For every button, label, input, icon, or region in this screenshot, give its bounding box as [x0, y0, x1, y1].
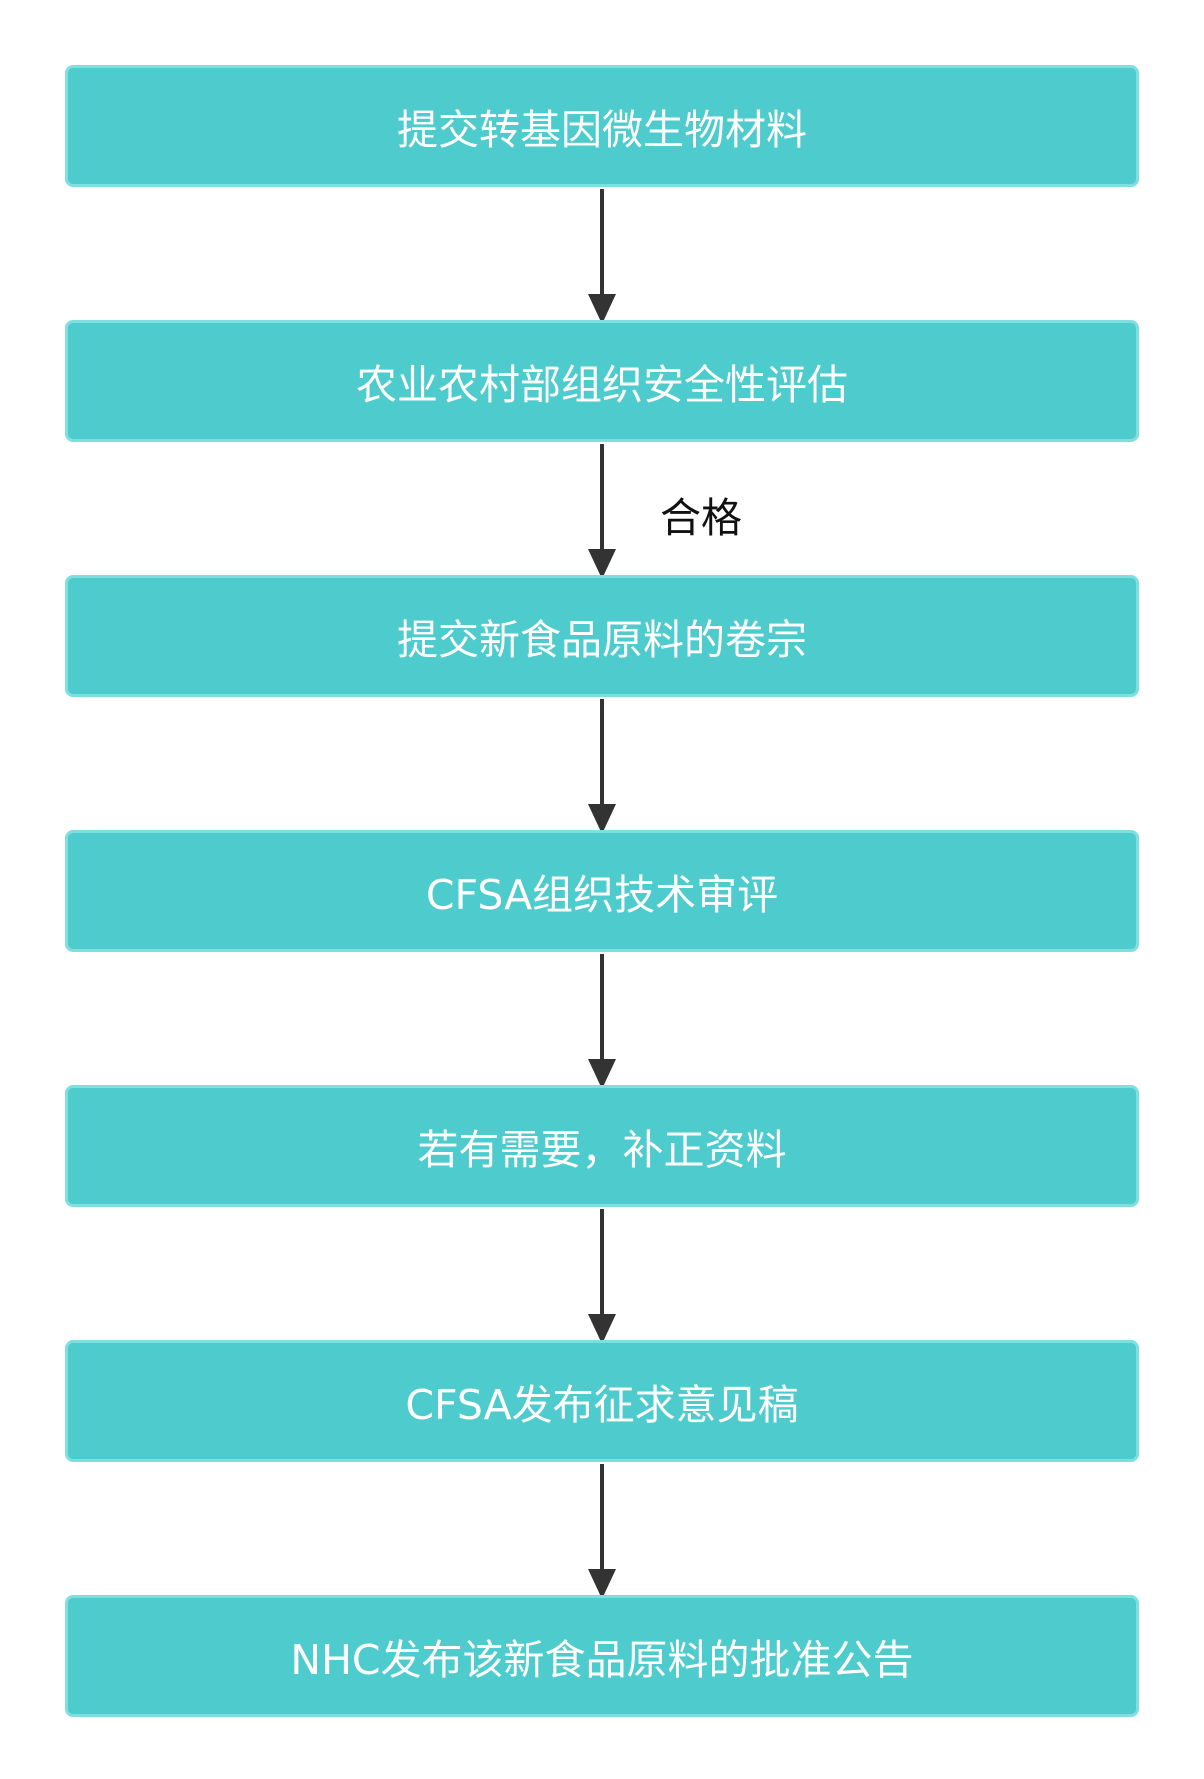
step-label: 提交转基因微生物材料 [397, 106, 807, 154]
arrow-3-to-4 [588, 699, 616, 834]
arrow-2-to-3 [588, 444, 616, 579]
arrow-5-to-6 [588, 1209, 616, 1344]
step-label: NHC发布该新食品原料的批准公告 [290, 1636, 914, 1684]
edge-label-qualified: 合格 [660, 494, 742, 542]
step-label: CFSA组织技术审评 [425, 871, 779, 919]
step-label: 农业农村部组织安全性评估 [356, 361, 848, 409]
arrow-6-to-7 [588, 1464, 616, 1599]
step-cfsa-technical-review: CFSA组织技术审评 [65, 830, 1139, 952]
step-submit-dossier: 提交新食品原料的卷宗 [65, 575, 1139, 697]
step-label: 若有需要，补正资料 [417, 1126, 787, 1174]
step-moa-safety-assessment: 农业农村部组织安全性评估 [65, 320, 1139, 442]
step-submit-gm-material: 提交转基因微生物材料 [65, 65, 1139, 187]
step-label: CFSA发布征求意见稿 [405, 1381, 799, 1429]
step-cfsa-draft-for-comment: CFSA发布征求意见稿 [65, 1340, 1139, 1462]
step-supplement-materials: 若有需要，补正资料 [65, 1085, 1139, 1207]
step-label: 提交新食品原料的卷宗 [397, 616, 807, 664]
arrow-1-to-2 [588, 189, 616, 324]
step-nhc-approval-notice: NHC发布该新食品原料的批准公告 [65, 1595, 1139, 1717]
arrow-4-to-5 [588, 954, 616, 1089]
